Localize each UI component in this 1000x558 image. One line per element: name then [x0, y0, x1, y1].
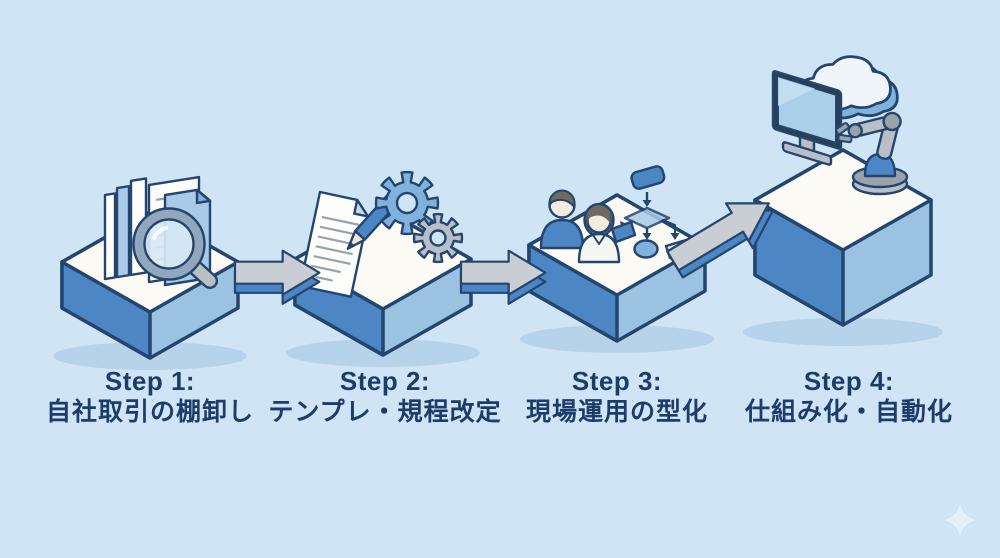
- step-3-illustration: [520, 165, 714, 353]
- sparkle-icon: [943, 503, 977, 537]
- step-1-illustration: [53, 175, 247, 370]
- step-2-title: Step 2:: [339, 366, 431, 396]
- step-1-title: Step 1:: [104, 366, 196, 396]
- step-4-illustration: [743, 55, 943, 346]
- step-1-description: 自社取引の棚卸し: [45, 398, 254, 426]
- robot-arm-icon: [835, 111, 909, 196]
- step-3-description: 現場運用の型化: [525, 398, 708, 426]
- step-2-description: テンプレ・規程改定: [268, 398, 502, 426]
- magnifier-icon: [132, 207, 219, 290]
- monitor-icon: [771, 70, 843, 166]
- step-4-title: Step 4:: [803, 366, 895, 396]
- platform-shadow: [743, 318, 943, 346]
- step-3-label: Step 3: 現場運用の型化: [497, 366, 737, 429]
- person-icon: [539, 189, 585, 250]
- step-4-label: Step 4: 仕組み化・自動化: [729, 366, 969, 429]
- arrow-step1-to-step2: [233, 249, 321, 305]
- flowchart-icon: [610, 165, 692, 260]
- arrow-step2-to-step3: [459, 249, 547, 305]
- step-1-label: Step 1: 自社取引の棚卸し: [30, 366, 270, 429]
- gear-icon: [412, 212, 464, 264]
- step-2-label: Step 2: テンプレ・規程改定: [265, 366, 505, 429]
- arrow-step3-to-step4: [666, 202, 775, 279]
- person-icon: [577, 202, 621, 264]
- step-4-description: 仕組み化・自動化: [744, 398, 953, 426]
- step-3-title: Step 3:: [571, 366, 663, 396]
